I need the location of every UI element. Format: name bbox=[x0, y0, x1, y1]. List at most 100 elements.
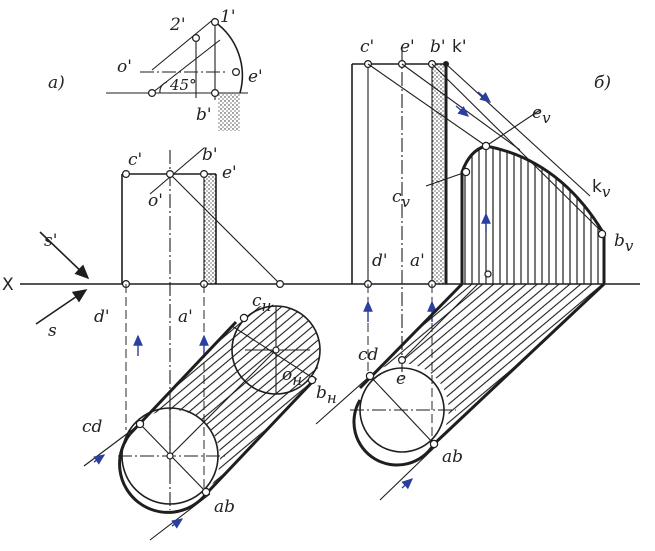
shadow-b-point-e bbox=[481, 141, 491, 151]
detail-angle-arc bbox=[159, 81, 168, 94]
front-a-label-a: a' bbox=[178, 307, 193, 327]
cylinder-a-upper-generator bbox=[128, 320, 238, 436]
front-a-label-b: b' bbox=[202, 145, 218, 165]
detail-point-2 bbox=[192, 33, 201, 42]
shadow-b-label-b: bv bbox=[614, 231, 634, 255]
cylinder-a-axis bbox=[169, 349, 277, 457]
cyl-a-point-center bbox=[166, 452, 174, 460]
cylinder-b-base-diag bbox=[369, 375, 435, 445]
cylinder-b-shadow-hatch bbox=[370, 284, 604, 444]
blue-arrow-a-3 bbox=[93, 454, 106, 465]
cyl-b-label-e: e bbox=[396, 369, 406, 389]
detail-point-b bbox=[211, 88, 220, 97]
detail-label-b: b' bbox=[196, 105, 212, 125]
cylinder-b-ray-2 bbox=[379, 445, 437, 501]
shadow-b-ray-k bbox=[445, 63, 591, 197]
cyl-a-label-cd: cd bbox=[82, 417, 103, 437]
cylinder-b-axis-line bbox=[401, 283, 479, 361]
panel-a-label: а) bbox=[48, 73, 65, 93]
front-view-b: c' e' b' k' d' a' bbox=[351, 37, 467, 380]
cylinder-a-top-diag bbox=[231, 325, 317, 381]
front-b-label-e: e' bbox=[400, 37, 415, 57]
cylinder-b-ray-1 bbox=[315, 375, 371, 425]
shadow-b-label-c: cv bbox=[392, 187, 411, 211]
detail-point-o bbox=[148, 88, 157, 97]
detail-point-1 bbox=[211, 18, 220, 27]
cyl-b-label-cd: cd bbox=[358, 345, 379, 365]
shadow-b-leader-e bbox=[485, 109, 541, 147]
shadow-b-point-b bbox=[597, 229, 607, 239]
cylinder-a: cd ab cн oн bн bbox=[82, 291, 337, 541]
cylinder-b-upper-generator bbox=[358, 282, 464, 390]
shadow-b-label-e: ev bbox=[532, 103, 551, 127]
cylinder-a-base-outline bbox=[118, 433, 208, 514]
cyl-a-point-cd bbox=[135, 419, 145, 429]
shadow-b-outline bbox=[460, 144, 606, 284]
shadow-b-ray-e bbox=[401, 63, 521, 151]
front-a-point-b bbox=[200, 170, 209, 179]
panel-b-label: б) bbox=[594, 73, 611, 93]
front-a-point-axis bbox=[276, 280, 285, 289]
light-rays: s' s bbox=[35, 231, 90, 341]
cyl-a-label-bh: bн bbox=[316, 383, 337, 407]
front-a-label-e: e' bbox=[222, 163, 237, 183]
front-b-label-c: c' bbox=[360, 37, 374, 57]
blue-arrow-b-5 bbox=[401, 478, 414, 490]
cylinder-a-lower-generator bbox=[204, 376, 318, 496]
front-a-label-d: d' bbox=[94, 307, 110, 327]
detail-point-e bbox=[232, 67, 241, 76]
cyl-b-point-ab bbox=[429, 439, 439, 449]
front-b-label-b: b' bbox=[430, 37, 446, 57]
front-a-point-c bbox=[121, 170, 130, 179]
front-b-label-a: a' bbox=[410, 251, 425, 271]
cyl-a-point-oh bbox=[272, 346, 280, 354]
cylinder-b: cd e ab bbox=[315, 270, 606, 501]
shadow-b-hatch bbox=[462, 146, 604, 284]
front-a-cross-1 bbox=[149, 147, 205, 195]
cyl-a-label-ab: ab bbox=[214, 497, 235, 517]
panel-b: б) c' e' b' k' d' a' bbox=[315, 37, 634, 501]
detail-diagonal-1 bbox=[151, 17, 216, 71]
shadow-b-ray-b bbox=[431, 63, 605, 235]
cyl-a-point-ab bbox=[201, 487, 211, 497]
front-b-label-d: d' bbox=[372, 251, 388, 271]
front-a-shadow-ray bbox=[169, 173, 281, 285]
cyl-b-point-cd bbox=[365, 371, 375, 381]
cyl-b-label-ab: ab bbox=[442, 447, 463, 467]
cyl-b-point-top bbox=[484, 270, 492, 278]
shadow-b-label-k: kv bbox=[592, 177, 611, 201]
front-a-label-o: o' bbox=[148, 191, 163, 211]
front-a-point-o bbox=[166, 170, 175, 179]
blue-arrow-a-4 bbox=[171, 518, 184, 529]
shadow-b-leader-c bbox=[425, 171, 467, 187]
detail-label-o: o' bbox=[117, 57, 132, 77]
front-b-dotted-strip bbox=[432, 64, 444, 284]
cyl-a-label-ch: cн bbox=[252, 291, 271, 315]
shadow-b-ray-c bbox=[367, 63, 487, 147]
cyl-b-point-e bbox=[398, 356, 407, 365]
x-axis-label: X bbox=[2, 275, 14, 295]
cylinder-b-lower-generator bbox=[432, 282, 606, 446]
projection-lines-a bbox=[125, 284, 209, 490]
panel-a: а) s' s 2' 1' o' 45° bbox=[35, 7, 337, 541]
detail-label-angle: 45° bbox=[169, 76, 197, 94]
shadow-b-point-c bbox=[461, 167, 471, 177]
cyl-a-point-ch bbox=[239, 313, 249, 323]
cyl-a-label-oh: oн bbox=[282, 365, 302, 389]
ray-s-label: s bbox=[48, 321, 57, 341]
front-view-a: c' o' b' e' d' a' bbox=[94, 145, 285, 470]
blue-arrow-b-3 bbox=[455, 105, 470, 117]
front-b-label-k: k' bbox=[452, 37, 467, 57]
cylinder-a-ray-2 bbox=[149, 493, 211, 541]
ray-s-prime-label: s' bbox=[44, 231, 57, 251]
cyl-a-point-bh bbox=[307, 375, 317, 385]
front-a-label-c: c' bbox=[128, 150, 142, 170]
detail-label-1: 1' bbox=[220, 7, 236, 27]
detail-label-e: e' bbox=[248, 67, 263, 87]
detail-arc bbox=[214, 21, 244, 94]
cylinder-b-base-outline bbox=[352, 399, 436, 467]
detail-label-2: 2' bbox=[169, 15, 186, 35]
front-a-dotted-strip bbox=[204, 174, 216, 284]
